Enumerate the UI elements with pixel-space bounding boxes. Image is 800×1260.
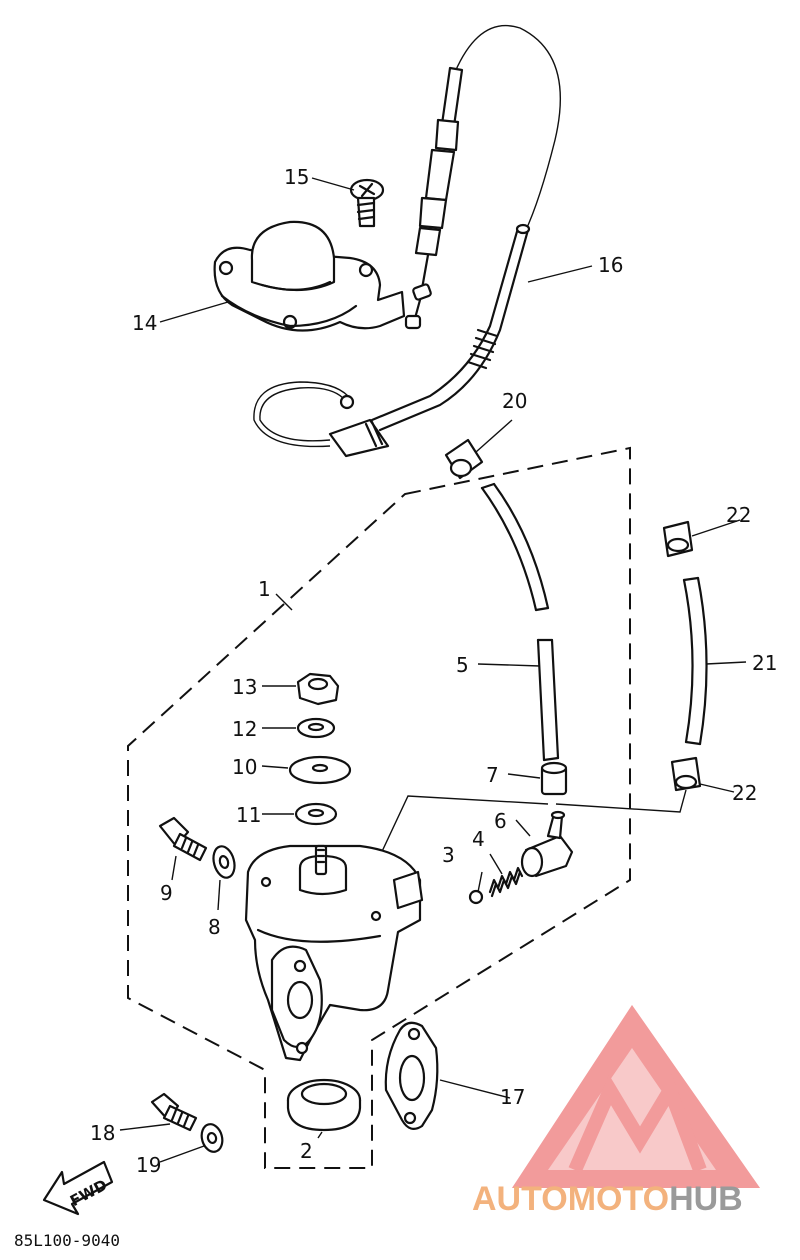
ball-part-3 [468, 889, 484, 905]
callout-19: 19 [136, 1153, 161, 1177]
callout-8: 8 [208, 915, 221, 939]
callout-17: 17 [500, 1085, 525, 1109]
washer-part-8 [212, 845, 236, 879]
brand-text-part2: HUB [669, 1180, 743, 1218]
bolt-part-18 [150, 1092, 198, 1132]
pump-cover-part-14 [213, 220, 406, 332]
hose-part-5 [480, 482, 560, 762]
callout-9: 9 [160, 881, 173, 905]
screw-part-15 [349, 178, 385, 228]
automotohub-logo [512, 1005, 760, 1188]
callout-5: 5 [456, 653, 469, 677]
callout-12: 12 [232, 717, 257, 741]
callout-18: 18 [90, 1121, 115, 1145]
callout-21: 21 [752, 651, 777, 675]
gasket-part-17 [384, 1021, 439, 1131]
callout-6: 6 [494, 809, 507, 833]
callout-20: 20 [502, 389, 527, 413]
callout-7: 7 [486, 763, 499, 787]
elbow-fitting-part-6 [520, 810, 574, 878]
clamp-part-22-upper [662, 520, 694, 558]
diagram-code: 85L100-9040 [14, 1231, 120, 1250]
callout-16: 16 [598, 253, 623, 277]
brand-text-part1: AUTOMOTO [472, 1180, 669, 1218]
callout-3: 3 [442, 843, 455, 867]
clamp-part-22-lower [670, 756, 702, 792]
connector-line [377, 795, 549, 861]
spring-part-4 [488, 866, 524, 898]
washer-part-11 [294, 802, 338, 826]
washer-part-10 [288, 755, 352, 785]
callout-1: 1 [258, 577, 271, 601]
callout-11: 11 [236, 803, 261, 827]
oil-seal-part-2 [286, 1078, 362, 1132]
throttle-cable [404, 24, 562, 330]
bolt-part-9 [158, 816, 208, 862]
joint-part-7 [540, 761, 568, 796]
oil-hose-part-16 [253, 223, 531, 458]
callout-15: 15 [284, 165, 309, 189]
hose-part-21 [682, 576, 708, 746]
connector-line [555, 789, 687, 813]
callout-22-lower: 22 [732, 781, 757, 805]
forward-arrow-icon: FWD [42, 1160, 114, 1216]
callout-22-upper: 22 [726, 503, 751, 527]
lock-washer-part-12 [296, 717, 336, 739]
washer-part-19 [200, 1123, 224, 1153]
callout-2: 2 [300, 1139, 313, 1163]
callout-10: 10 [232, 755, 257, 779]
callout-4: 4 [472, 827, 485, 851]
assembly-boundary [127, 446, 631, 1169]
leader-lines [119, 177, 747, 1163]
callout-14: 14 [132, 311, 157, 335]
clamp-part-20 [444, 438, 484, 480]
oil-pump-body [244, 844, 424, 1062]
nut-part-13 [296, 672, 340, 706]
brand-text: AUTOMOTOHUB [472, 1180, 743, 1218]
callout-13: 13 [232, 675, 257, 699]
